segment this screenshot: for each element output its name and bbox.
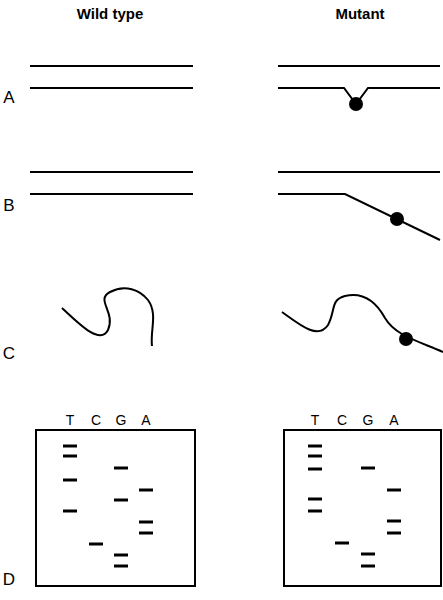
mutation-dot (399, 332, 413, 346)
mutation-dot (349, 97, 363, 111)
gel-band (63, 455, 77, 458)
gel-band (139, 489, 153, 492)
gel-box (36, 430, 195, 586)
dna-strand (30, 87, 193, 89)
gel-band (361, 553, 375, 556)
gel-band (139, 532, 153, 535)
column-heading: Mutant (335, 6, 384, 21)
gel-band (63, 445, 77, 448)
dna-strand (278, 171, 440, 173)
gel-band (114, 499, 128, 502)
dna-strand (30, 193, 193, 195)
gel-band (308, 468, 322, 471)
gel-band (387, 520, 401, 523)
gel-band (308, 510, 322, 513)
rna-strand (282, 295, 443, 352)
gel-box (284, 430, 441, 586)
dna-strand (30, 171, 193, 173)
gel-band (335, 542, 349, 545)
lane-label: A (389, 413, 398, 427)
lane-label: T (311, 413, 320, 427)
lane-label: C (337, 413, 347, 427)
gel-band (308, 445, 322, 448)
gel-band (361, 565, 375, 568)
lane-label: G (116, 413, 127, 427)
gel-band (63, 510, 77, 513)
gel-band (89, 543, 103, 546)
dna-strand (278, 65, 440, 67)
lane-label: T (66, 413, 75, 427)
panel-letter: A (3, 89, 14, 106)
gel-band (114, 554, 128, 557)
gel-band (387, 532, 401, 535)
gel-band (387, 489, 401, 492)
gel-band (308, 455, 322, 458)
panel-letter: B (3, 197, 14, 214)
gel-band (361, 467, 375, 470)
column-heading: Wild type (77, 6, 144, 21)
gel-band (114, 467, 128, 470)
gel-band (114, 565, 128, 568)
dna-strand (30, 65, 193, 67)
mutation-dot (390, 212, 404, 226)
rna-strand (62, 288, 153, 346)
lane-label: G (363, 413, 374, 427)
panel-letter: C (3, 345, 15, 362)
lane-label: A (141, 413, 150, 427)
lane-label: C (91, 413, 101, 427)
panel-letter: D (3, 571, 15, 588)
gel-band (139, 521, 153, 524)
gel-band (63, 479, 77, 482)
gel-band (308, 498, 322, 501)
dna-strand (278, 194, 440, 240)
